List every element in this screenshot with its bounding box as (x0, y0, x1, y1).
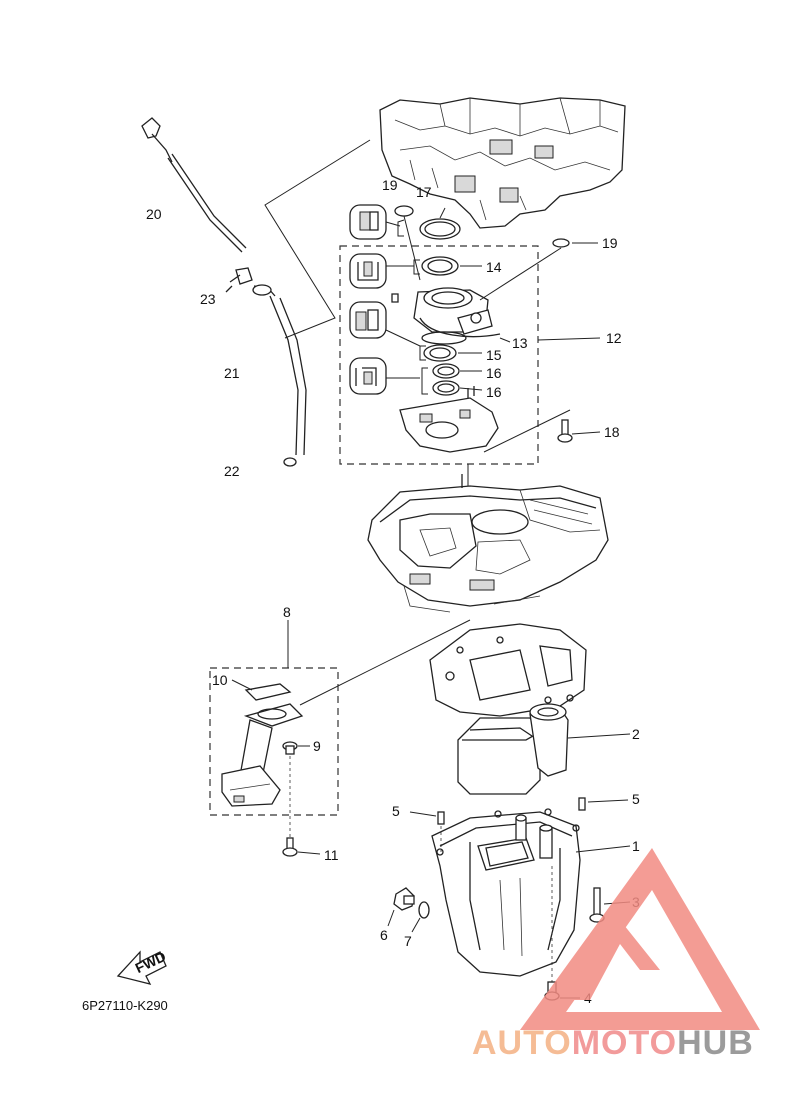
assembly-box-12 (339, 245, 539, 465)
engine-block (379, 97, 626, 229)
oil-pan-1 (431, 808, 581, 977)
dowel-5-right (578, 797, 586, 811)
seal-orientation-icons (349, 204, 387, 395)
callout-11: 11 (324, 847, 339, 863)
oil-seal-16-b (432, 380, 460, 396)
bolt-11 (282, 837, 298, 857)
automotohub-watermark-logo: AUTOMOTOHUB (472, 848, 760, 1062)
bolt-18 (557, 419, 573, 443)
exhaust-guide (367, 474, 609, 613)
callout-18: 18 (604, 424, 620, 440)
callout-7: 7 (404, 933, 412, 949)
callout-13: 13 (512, 335, 528, 351)
watermark-text-auto: AUTOMOTOHUB (472, 1024, 754, 1062)
gasket-10 (244, 683, 292, 701)
callout-8: 8 (283, 604, 291, 620)
dipstick-assembly (141, 117, 307, 467)
callout-23: 23 (200, 291, 216, 307)
bolt-3 (589, 887, 605, 923)
callout-12: 12 (606, 330, 622, 346)
callout-15: 15 (486, 347, 502, 363)
pump-lower-body (399, 386, 499, 453)
o-ring-19-top (394, 205, 414, 217)
callout-17: 17 (416, 184, 432, 200)
oil-strainer (221, 703, 304, 807)
pump-housing (391, 287, 493, 345)
callout-5-right: 5 (632, 791, 640, 807)
callout-9: 9 (313, 738, 321, 754)
muffler-2 (457, 703, 569, 795)
callout-10: 10 (212, 672, 228, 688)
callout-19-right: 19 (602, 235, 618, 251)
callout-21: 21 (224, 365, 240, 381)
callout-6: 6 (380, 927, 388, 943)
callout-5-left: 5 (392, 803, 400, 819)
gasket-7 (418, 901, 430, 919)
callout-16-b: 16 (486, 384, 502, 400)
oil-seal-16-a (432, 363, 460, 379)
callout-2: 2 (632, 726, 640, 742)
bolt-9 (282, 741, 298, 755)
callout-16-a: 16 (486, 365, 502, 381)
drawing-code: 6P27110-K290 (82, 998, 168, 1013)
callout-14: 14 (486, 259, 502, 275)
o-ring-19-right (552, 238, 570, 248)
oil-seal-15 (423, 344, 457, 362)
drain-bolt-6 (393, 887, 415, 911)
callout-19-top: 19 (382, 177, 398, 193)
fwd-arrow-icon: FWD (116, 948, 168, 985)
callout-1: 1 (632, 838, 640, 854)
assembly-box-8 (209, 667, 339, 816)
callout-labels: 19 17 19 14 13 12 15 16 16 18 20 23 21 2… (146, 177, 640, 1006)
callout-20: 20 (146, 206, 162, 222)
gasket (429, 623, 587, 717)
callout-22: 22 (224, 463, 240, 479)
dowel-5-left (437, 811, 445, 825)
